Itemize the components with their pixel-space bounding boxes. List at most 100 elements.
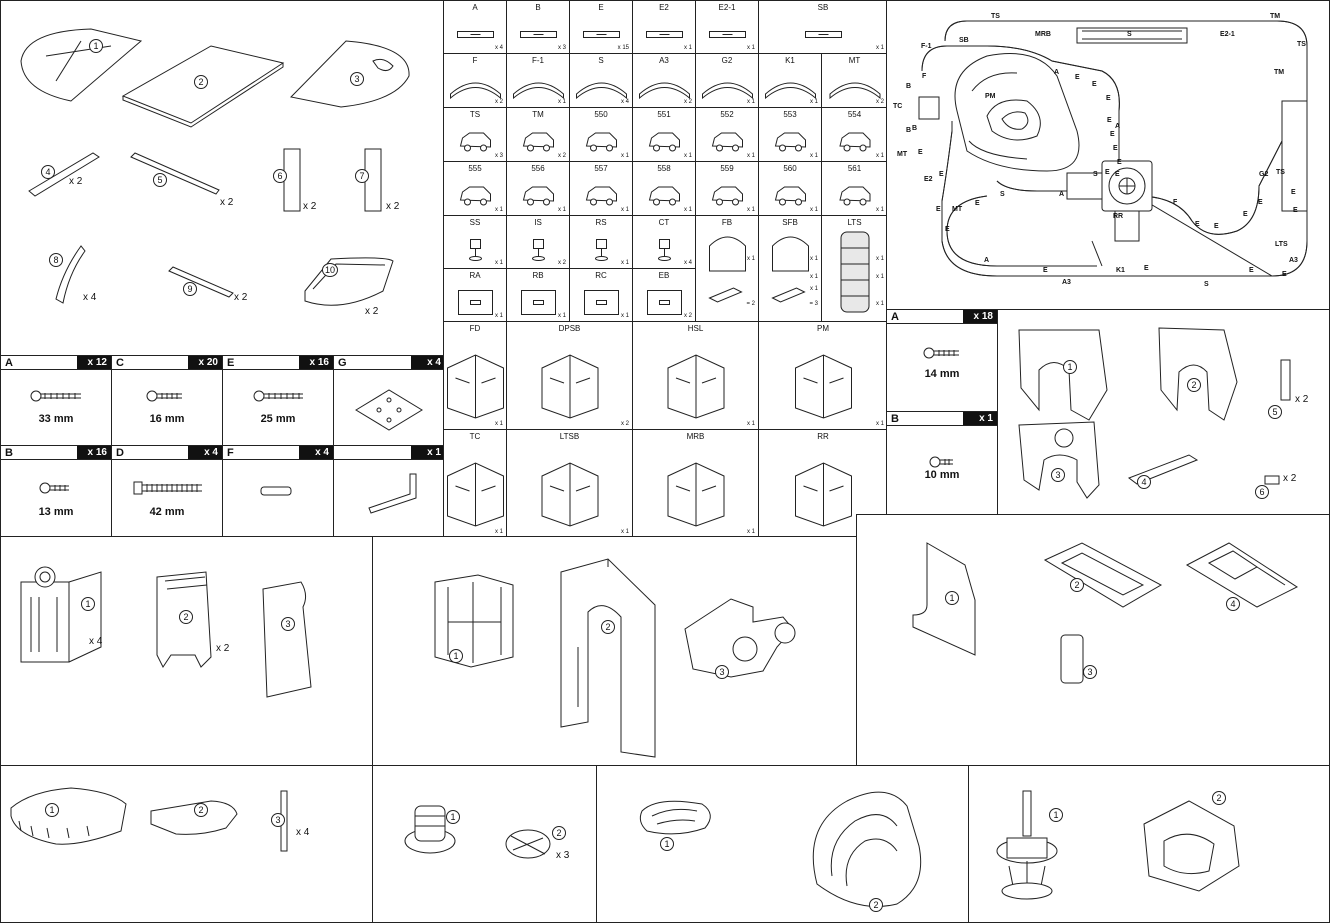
part-number: 1 xyxy=(449,649,463,663)
map-track-label: SB xyxy=(959,37,969,44)
vehicle-icon xyxy=(648,132,680,152)
map-track-label: S xyxy=(1000,191,1005,198)
part-qty: x 1 xyxy=(557,99,566,105)
screw-icon xyxy=(146,390,182,402)
vehicle-icon xyxy=(839,186,871,206)
part-number: 2 xyxy=(194,75,208,89)
hardware-count: x 1 xyxy=(411,446,443,459)
hardware-count: x 4 xyxy=(188,446,222,459)
track-layout-drawing xyxy=(918,20,1308,277)
building-icon xyxy=(667,354,725,419)
map-track-label: TS xyxy=(1276,169,1285,176)
map-track-label: TM xyxy=(1270,13,1281,20)
hardware-size: 25 mm xyxy=(260,413,296,425)
accessory-icon xyxy=(840,231,870,313)
part-qty: x 1 xyxy=(494,421,503,427)
part-qty: = 3 xyxy=(809,301,818,307)
part-code: 557 xyxy=(594,164,608,173)
curve-icon xyxy=(450,82,501,100)
catalog-cell-ct: CT x 4 xyxy=(633,216,696,269)
part-code: 558 xyxy=(657,164,671,173)
part-number: 3 xyxy=(350,72,364,86)
map-track-label: E xyxy=(945,226,950,233)
hardware-letter: E xyxy=(227,357,235,369)
part-qty: x 1 xyxy=(875,153,884,159)
sign-icon xyxy=(532,239,545,261)
part-qty: x 1 xyxy=(746,45,755,51)
part-number: 1 xyxy=(945,591,959,605)
part-code: S xyxy=(598,56,604,65)
part-number: 1 xyxy=(1063,360,1077,374)
part-code: A xyxy=(472,3,478,12)
part-qty: x 2 xyxy=(683,99,692,105)
part-qty: x 2 xyxy=(69,176,83,187)
map-track-label: E xyxy=(1110,131,1115,138)
map-track-label: TS xyxy=(1297,41,1306,48)
part-code: SFB xyxy=(782,218,798,227)
part-qty: x 1 xyxy=(620,153,629,159)
map-track-label: E xyxy=(1105,169,1110,176)
part-qty: x 4 xyxy=(683,260,692,266)
map-track-label: E xyxy=(1249,267,1254,274)
part-code: MRB xyxy=(686,432,705,441)
map-track-label: F xyxy=(922,73,927,80)
hardware-count: x 16 xyxy=(77,446,111,459)
part-code: E2 xyxy=(659,3,669,12)
part-number: 3 xyxy=(715,665,729,679)
rr-parts-drawing xyxy=(996,790,1240,900)
map-track-label: F-1 xyxy=(921,43,932,50)
part-qty: x 2 xyxy=(234,292,248,303)
part-qty: x 3 xyxy=(557,45,566,51)
hardware-count: x 16 xyxy=(299,356,333,369)
part-code: CT xyxy=(658,218,670,227)
part-number: 3 xyxy=(281,617,295,631)
part-code: FB xyxy=(721,218,733,227)
part-number: 2 xyxy=(869,898,883,912)
part-qty: x 1 xyxy=(494,260,503,266)
map-track-label: E xyxy=(1107,117,1112,124)
part-qty: x 2 xyxy=(220,197,234,208)
part-qty: x 1 xyxy=(494,313,503,319)
screw-icon xyxy=(39,482,69,494)
part-qty: x 1 xyxy=(746,256,755,262)
part-number: 2 xyxy=(179,610,193,624)
part-code: 551 xyxy=(657,110,671,119)
part-qty: x 1 xyxy=(809,99,818,105)
part-number: 2 xyxy=(194,803,208,817)
map-track-label: E xyxy=(1113,145,1118,152)
curve-icon xyxy=(576,82,627,100)
vehicle-icon xyxy=(648,186,680,206)
building-icon xyxy=(447,354,504,419)
part-number: 1 xyxy=(660,837,674,851)
part-code: K1 xyxy=(785,56,795,65)
part-code: SS xyxy=(469,218,481,227)
hardware-count: x 20 xyxy=(188,356,222,369)
part-qty: x 1 xyxy=(809,274,818,280)
part-qty: x 2 xyxy=(365,306,379,317)
part-number: 7 xyxy=(355,169,369,183)
part-code: RR xyxy=(817,432,829,441)
part-code: G2 xyxy=(721,56,733,65)
part-number: 8 xyxy=(49,253,63,267)
map-track-label: RR xyxy=(1113,213,1124,220)
station-kit-panel: 1 2 3 4 xyxy=(856,514,1330,766)
curve-icon xyxy=(513,82,564,100)
track-icon xyxy=(805,31,842,38)
plate-icon xyxy=(521,290,556,315)
map-track-label: S xyxy=(1093,171,1098,178)
hardware-size: 13 mm xyxy=(38,506,74,518)
map-track-label: E xyxy=(1258,199,1263,206)
